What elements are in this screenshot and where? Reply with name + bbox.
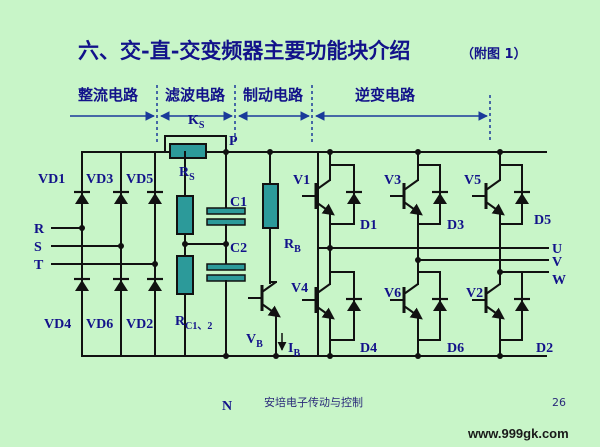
label-v4: V4	[291, 281, 308, 296]
resistor-rb	[262, 183, 279, 229]
page-number: 26	[552, 396, 566, 409]
diode-vd1	[72, 190, 92, 206]
section-label-inverter: 逆变电路	[355, 86, 416, 104]
label-v6: V6	[384, 286, 401, 301]
label-p: P	[229, 134, 238, 149]
filter-circuit	[164, 135, 246, 359]
label-c2: C2	[230, 241, 247, 256]
label-d5: D5	[534, 213, 551, 228]
footer-text: 安培电子传动与控制	[264, 395, 363, 409]
label-input-t: T	[34, 258, 44, 273]
label-ib: IB	[288, 341, 300, 359]
resistor-rc2	[176, 255, 194, 295]
inverter-bridge	[302, 149, 549, 359]
label-vd5: VD5	[126, 172, 153, 187]
label-v3: V3	[384, 173, 401, 188]
rectifier-bridge	[51, 151, 165, 357]
label-vd2: VD2	[126, 317, 153, 332]
diode-d1	[344, 190, 364, 206]
figure-reference: （附图 1）	[461, 46, 527, 62]
braking-circuit	[248, 149, 287, 359]
section-label-rectifier: 整流电路	[78, 86, 139, 104]
label-rc: RC1、2	[175, 314, 212, 332]
label-vd1: VD1	[38, 172, 65, 187]
label-v5: V5	[464, 173, 481, 188]
label-output-v: V	[552, 255, 562, 270]
label-rb: RB	[284, 237, 301, 255]
label-input-r: R	[34, 222, 45, 237]
label-d1: D1	[360, 218, 377, 233]
diode-vd4	[72, 277, 92, 293]
label-vb: VB	[246, 332, 263, 350]
section-label-braking: 制动电路	[243, 86, 304, 104]
diode-vd6	[111, 277, 131, 293]
label-input-s: S	[34, 240, 42, 255]
label-d4: D4	[360, 341, 377, 356]
diode-d5	[512, 190, 532, 206]
label-output-w: W	[552, 273, 566, 288]
label-n: N	[222, 399, 232, 414]
resistor-rs	[169, 143, 207, 159]
label-ks: KS	[188, 113, 205, 131]
watermark: www.999gk.com	[467, 426, 569, 441]
diode-d3	[430, 190, 450, 206]
label-d2: D2	[536, 341, 553, 356]
diode-d4	[344, 297, 364, 313]
label-rs: RS	[179, 165, 195, 183]
label-v2: V2	[466, 286, 483, 301]
page-title: 六、交-直-交变频器主要功能块介绍	[78, 38, 410, 63]
capacitor-c1-top	[206, 207, 246, 215]
transistor-vb	[248, 282, 276, 314]
label-vd6: VD6	[86, 317, 113, 332]
section-label-filter: 滤波电路	[165, 86, 226, 104]
label-vd3: VD3	[86, 172, 113, 187]
label-d3: D3	[447, 218, 464, 233]
capacitor-c2-top	[206, 263, 246, 271]
diode-vd3	[111, 190, 131, 206]
diode-vd2	[145, 277, 165, 293]
label-d6: D6	[447, 341, 464, 356]
label-v1: V1	[293, 173, 310, 188]
resistor-rc1	[176, 195, 194, 235]
label-output-u: U	[552, 242, 562, 257]
label-c1: C1	[230, 195, 247, 210]
diode-d6	[430, 297, 450, 313]
diode-d2	[512, 297, 532, 313]
diode-vd5	[145, 190, 165, 206]
label-vd4: VD4	[44, 317, 71, 332]
